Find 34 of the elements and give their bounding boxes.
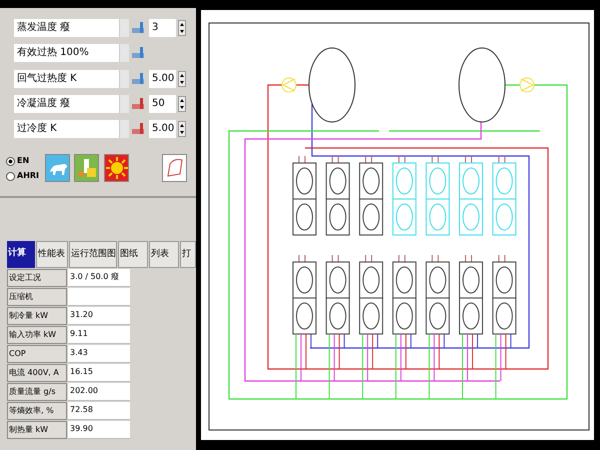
row-header: 压缩机	[7, 288, 67, 306]
table-cell: 31.20	[68, 307, 130, 325]
row-header: 设定工况	[7, 269, 67, 287]
dropdown-field: 有效过热 100%	[14, 44, 129, 62]
number-field: 5.00	[149, 70, 176, 88]
radio-button: AHRI	[6, 170, 44, 182]
row-header: 电流 400V, A	[7, 364, 67, 382]
tab: 运行范围图	[69, 241, 117, 268]
row-header: COP	[7, 345, 67, 363]
table-cell: 72.58	[68, 402, 130, 420]
tab: 打	[180, 241, 196, 268]
number-field: 5.00	[149, 120, 176, 138]
table-cell: 9.11	[68, 326, 130, 344]
row-header: 等熵效率, %	[7, 402, 67, 420]
table-cell: 3.43	[68, 345, 130, 363]
table-cell: 16.15	[68, 364, 130, 382]
radio-button: EN	[6, 155, 44, 167]
table-cell: 3.0 / 50.0 癈	[68, 269, 130, 287]
tab: 列表	[149, 241, 179, 268]
active-tab: 计算	[7, 241, 35, 268]
row-header: 制冷量 kW	[7, 307, 67, 325]
dropdown-field: 冷凝温度 癈	[14, 95, 129, 113]
tab: 性能表	[36, 241, 68, 268]
number-field: 50	[149, 95, 176, 113]
tab: 图纸	[118, 241, 148, 268]
table-cell: 39.90	[68, 421, 130, 439]
row-header: 输入功率 kW	[7, 326, 67, 344]
number-field: 3	[149, 19, 176, 37]
dropdown-field: 蒸发温度 癈	[14, 19, 129, 37]
dropdown-field: 过冷度 K	[14, 120, 129, 138]
row-header: 质量流量 g/s	[7, 383, 67, 401]
row-header: 制热量 kW	[7, 421, 67, 439]
table-cell: 202.00	[68, 383, 130, 401]
dropdown-field: 回气过热度 K	[14, 70, 129, 88]
